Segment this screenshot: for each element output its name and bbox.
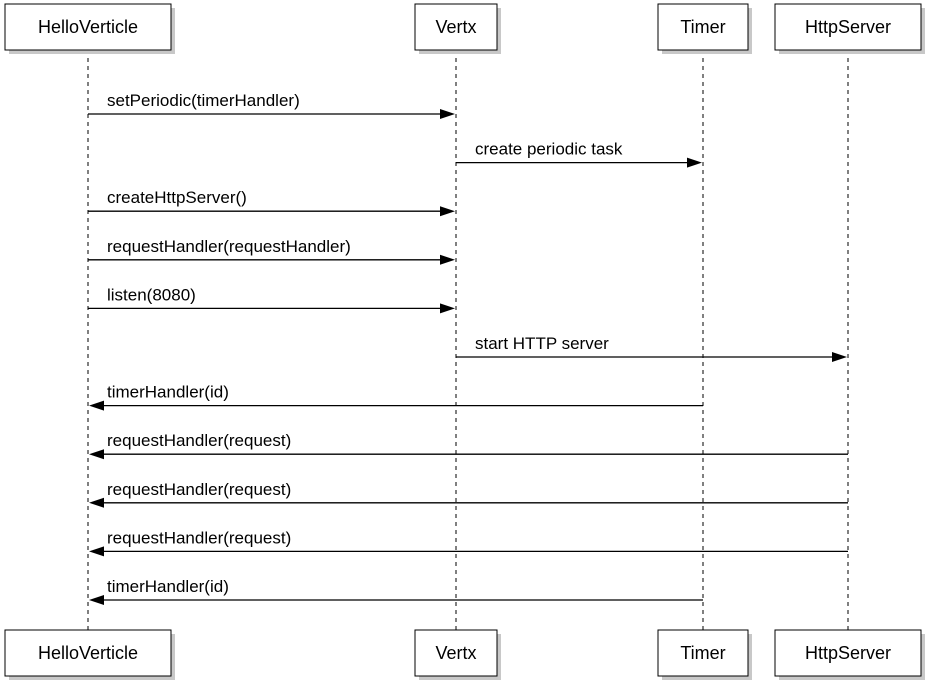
participant-label: HelloVerticle [38, 17, 138, 37]
message-1: setPeriodic(timerHandler) [88, 91, 455, 119]
message-label: timerHandler(id) [107, 383, 229, 402]
participant-box [414, 629, 498, 677]
message-6: start HTTP server [456, 334, 847, 362]
message-label: requestHandler(request) [107, 480, 291, 499]
participant-box [4, 3, 172, 51]
arrowhead-icon [89, 595, 104, 605]
participant-httpserver-bottom: HttpServer [774, 629, 925, 680]
participant-box [657, 3, 749, 51]
message-label: timerHandler(id) [107, 577, 229, 596]
participant-label: HttpServer [805, 643, 891, 663]
participant-label: Vertx [435, 643, 476, 663]
arrowhead-icon [440, 109, 455, 119]
participant-box [774, 3, 922, 51]
message-label: requestHandler(request) [107, 431, 291, 450]
message-label: createHttpServer() [107, 188, 247, 207]
participant-box [657, 629, 749, 677]
lifelines [87, 50, 849, 630]
participants: HelloVerticleHelloVerticleVertxVertxTime… [4, 3, 925, 680]
message-3: createHttpServer() [88, 188, 455, 217]
message-10: requestHandler(request) [89, 528, 848, 557]
participant-timer-top: Timer [657, 3, 752, 54]
message-9: requestHandler(request) [89, 480, 848, 508]
message-label: setPeriodic(timerHandler) [107, 91, 300, 110]
message-2: create periodic task [456, 140, 702, 168]
message-8: requestHandler(request) [89, 431, 848, 460]
message-label: start HTTP server [475, 334, 609, 353]
arrowhead-icon [832, 352, 847, 362]
arrowhead-icon [687, 157, 702, 168]
arrowhead-icon [440, 254, 455, 265]
message-4: requestHandler(requestHandler) [88, 237, 455, 265]
participant-helloverticle-top: HelloVerticle [4, 3, 175, 54]
arrowhead-icon [440, 206, 455, 217]
participant-label: Timer [680, 643, 725, 663]
messages: setPeriodic(timerHandler) create periodic… [88, 91, 848, 605]
participant-timer-bottom: Timer [657, 629, 752, 680]
participant-label: HelloVerticle [38, 643, 138, 663]
arrowhead-icon [89, 546, 104, 557]
arrowhead-icon [89, 449, 104, 460]
message-5: listen(8080) [88, 285, 455, 314]
message-7: timerHandler(id) [89, 383, 703, 411]
arrowhead-icon [89, 400, 104, 411]
participant-httpserver-top: HttpServer [774, 3, 925, 54]
participant-helloverticle-bottom: HelloVerticle [4, 629, 175, 680]
arrowhead-icon [440, 303, 455, 314]
message-11: timerHandler(id) [89, 577, 703, 605]
message-label: requestHandler(request) [107, 528, 291, 547]
participant-label: HttpServer [805, 17, 891, 37]
message-label: listen(8080) [107, 285, 196, 304]
arrowhead-icon [89, 497, 104, 508]
participant-label: Vertx [435, 17, 476, 37]
participant-box [414, 3, 498, 51]
participant-box [774, 629, 922, 677]
participant-vertx-bottom: Vertx [414, 629, 501, 680]
participant-vertx-top: Vertx [414, 3, 501, 54]
participant-box [4, 629, 172, 677]
message-label: create periodic task [475, 140, 623, 159]
participant-label: Timer [680, 17, 725, 37]
message-label: requestHandler(requestHandler) [107, 237, 351, 256]
